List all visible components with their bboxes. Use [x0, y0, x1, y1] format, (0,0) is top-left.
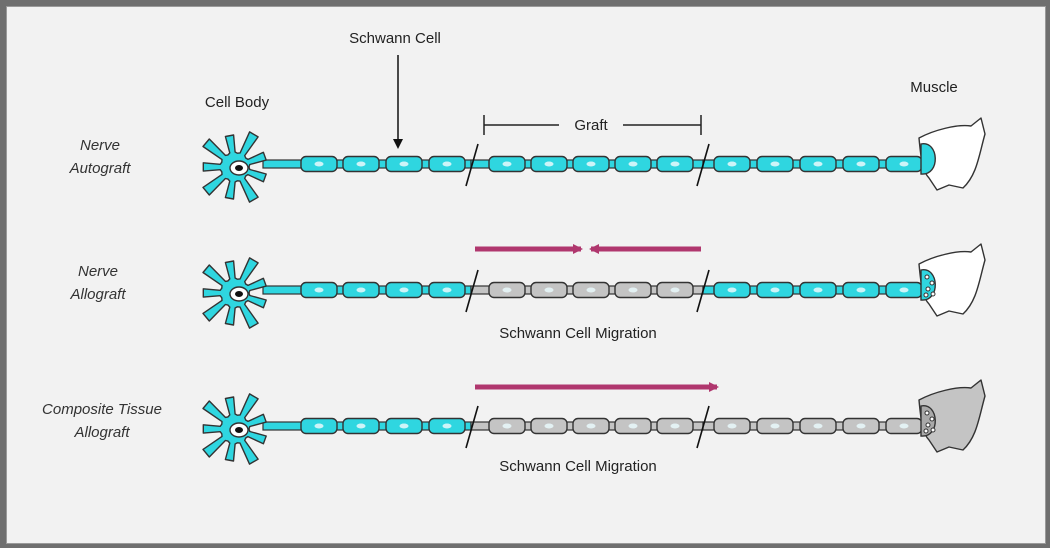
schwann-nucleus: [442, 161, 452, 167]
nerve-rows: [202, 117, 986, 465]
nerve-row-composite: [202, 379, 986, 465]
migration-label-composite: Schwann Cell Migration: [499, 458, 657, 475]
schwann-nucleus: [356, 287, 366, 293]
schwann-nucleus: [586, 161, 596, 167]
schwann-nucleus: [544, 287, 554, 293]
row-label-composite-line1: Composite Tissue: [42, 401, 162, 418]
row-label-autograft-line1: Nerve: [80, 137, 120, 154]
schwann-nucleus: [544, 161, 554, 167]
row-label-allograft-line2: Allograft: [69, 286, 126, 303]
row-label-composite-line2: Allograft: [73, 424, 130, 441]
nucleolus: [235, 427, 243, 433]
nucleolus: [235, 165, 243, 171]
schwann-nucleus: [544, 423, 554, 429]
schwann-nucleus: [314, 423, 324, 429]
schwann-nucleus: [502, 161, 512, 167]
schwann-cell-pointer-head: [393, 139, 403, 149]
schwann-cell-label: Schwann Cell: [349, 30, 441, 47]
graft-label: Graft: [574, 117, 608, 134]
cell-body-label: Cell Body: [205, 94, 270, 111]
schwann-nucleus: [899, 287, 909, 293]
suture-line-proximal: [465, 269, 479, 313]
nerve-graft-diagram: Schwann Cell Cell Body Muscle Graft Nerv…: [42, 30, 986, 475]
vesicle: [930, 427, 936, 433]
schwann-nucleus: [727, 287, 737, 293]
schwann-nucleus: [856, 287, 866, 293]
schwann-nucleus: [628, 423, 638, 429]
nerve-row-allograft: [202, 243, 986, 329]
schwann-nucleus: [899, 161, 909, 167]
vesicle: [929, 280, 935, 286]
schwann-nucleus: [356, 423, 366, 429]
schwann-nucleus: [628, 161, 638, 167]
suture-line-proximal: [465, 405, 479, 449]
schwann-nucleus: [399, 287, 409, 293]
graft-span-bracket: [483, 115, 702, 135]
row-label-autograft-line2: Autograft: [69, 160, 132, 177]
schwann-nucleus: [770, 287, 780, 293]
nucleolus: [235, 291, 243, 297]
schwann-nucleus: [442, 287, 452, 293]
schwann-nucleus: [670, 161, 680, 167]
suture-line-distal: [696, 143, 710, 187]
migration-label-allograft: Schwann Cell Migration: [499, 325, 657, 342]
schwann-nucleus: [670, 423, 680, 429]
schwann-nucleus: [670, 287, 680, 293]
suture-line-distal: [696, 405, 710, 449]
schwann-nucleus: [813, 287, 823, 293]
vesicle: [925, 286, 931, 292]
schwann-nucleus: [399, 423, 409, 429]
row-label-allograft-line1: Nerve: [78, 263, 118, 280]
schwann-nucleus: [813, 423, 823, 429]
suture-line-proximal: [465, 143, 479, 187]
schwann-nucleus: [314, 161, 324, 167]
vesicle: [924, 410, 930, 416]
schwann-nucleus: [727, 423, 737, 429]
diagram-frame: Schwann Cell Cell Body Muscle Graft Nerv…: [6, 6, 1046, 544]
schwann-nucleus: [399, 161, 409, 167]
schwann-nucleus: [899, 423, 909, 429]
schwann-nucleus: [442, 423, 452, 429]
vesicle: [925, 422, 931, 428]
schwann-nucleus: [770, 423, 780, 429]
schwann-nucleus: [356, 161, 366, 167]
schwann-nucleus: [813, 161, 823, 167]
neuromuscular-junction: [920, 143, 936, 175]
nerve-row-autograft: [202, 117, 986, 203]
schwann-nucleus: [856, 423, 866, 429]
schwann-nucleus: [770, 161, 780, 167]
schwann-nucleus: [502, 287, 512, 293]
schwann-nucleus: [727, 161, 737, 167]
muscle-label: Muscle: [910, 79, 958, 96]
vesicle: [924, 274, 930, 280]
vesicle: [930, 291, 936, 297]
schwann-nucleus: [856, 161, 866, 167]
schwann-nucleus: [314, 287, 324, 293]
vesicle: [923, 292, 929, 298]
suture-line-distal: [696, 269, 710, 313]
schwann-nucleus: [586, 423, 596, 429]
vesicle: [929, 416, 935, 422]
schwann-nucleus: [628, 287, 638, 293]
schwann-nucleus: [586, 287, 596, 293]
vesicle: [923, 428, 929, 434]
schwann-nucleus: [502, 423, 512, 429]
